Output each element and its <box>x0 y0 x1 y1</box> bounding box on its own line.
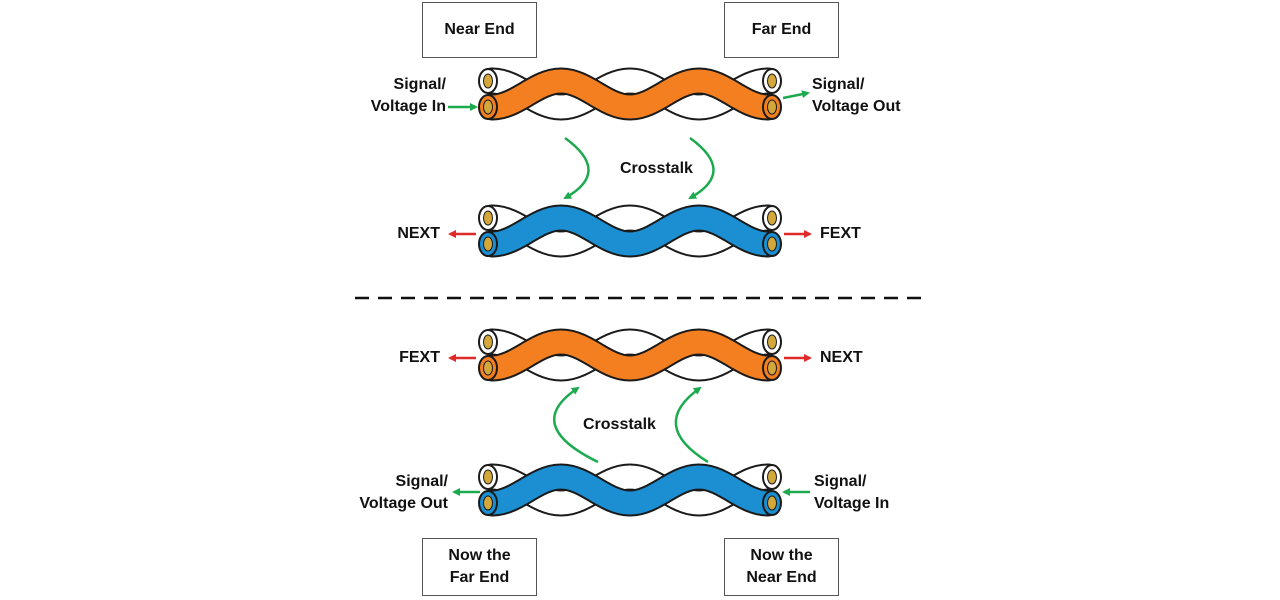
copper-core <box>767 210 777 226</box>
now-near-end-box: Now the Near End <box>724 538 839 596</box>
copper-core <box>483 360 493 376</box>
signal-in-label-top: Signal/ Voltage In <box>370 76 446 115</box>
cable-top-orange-color-wire <box>480 69 780 119</box>
copper-core <box>767 360 777 376</box>
copper-core <box>483 73 493 89</box>
signal-out-arrow-top <box>782 90 810 100</box>
near-end-label: Near End <box>444 21 515 38</box>
copper-core <box>767 236 777 252</box>
signal-out-label-bottom: Signal/ Voltage Out <box>359 473 448 512</box>
crosstalk-arrow-top-right <box>688 136 715 200</box>
cable-top-blue-color-wire <box>480 206 780 256</box>
now-far-end-box: Now the Far End <box>422 538 537 596</box>
near-end-box: Near End <box>422 2 537 58</box>
now-near-end-line1: Now the <box>750 547 813 564</box>
cable-bottom-blue-color-wire <box>480 465 780 515</box>
next-label-top: NEXT <box>397 225 440 242</box>
signal-in-label-bottom: Signal/ Voltage In <box>814 473 890 512</box>
copper-core <box>483 334 493 350</box>
copper-core <box>483 210 493 226</box>
copper-core <box>767 334 777 350</box>
crosstalk-arrow-bottom-left <box>553 386 599 464</box>
copper-core <box>483 99 493 115</box>
signal-out-label-top: Signal/ Voltage Out <box>812 76 901 115</box>
next-label-bottom: NEXT <box>820 349 863 366</box>
far-end-box: Far End <box>724 2 839 58</box>
copper-core <box>483 495 493 511</box>
copper-core <box>767 99 777 115</box>
far-end-label: Far End <box>751 21 812 38</box>
copper-core <box>767 73 777 89</box>
fext-label-top: FEXT <box>820 225 861 242</box>
now-far-end-line1: Now the <box>448 547 511 564</box>
crosstalk-arrow-top-left <box>563 136 590 200</box>
crosstalk-label-bottom: Crosstalk <box>583 416 656 433</box>
fext-label-bottom: FEXT <box>399 349 440 366</box>
crosstalk-arrow-bottom-right <box>674 386 709 464</box>
cable-bottom-orange-color-wire <box>480 330 780 380</box>
copper-core <box>767 495 777 511</box>
now-far-end-line2: Far End <box>449 569 510 586</box>
crosstalk-label-top: Crosstalk <box>620 160 693 177</box>
copper-core <box>483 469 493 485</box>
copper-core <box>767 469 777 485</box>
copper-core <box>483 236 493 252</box>
now-near-end-line2: Near End <box>746 569 817 586</box>
